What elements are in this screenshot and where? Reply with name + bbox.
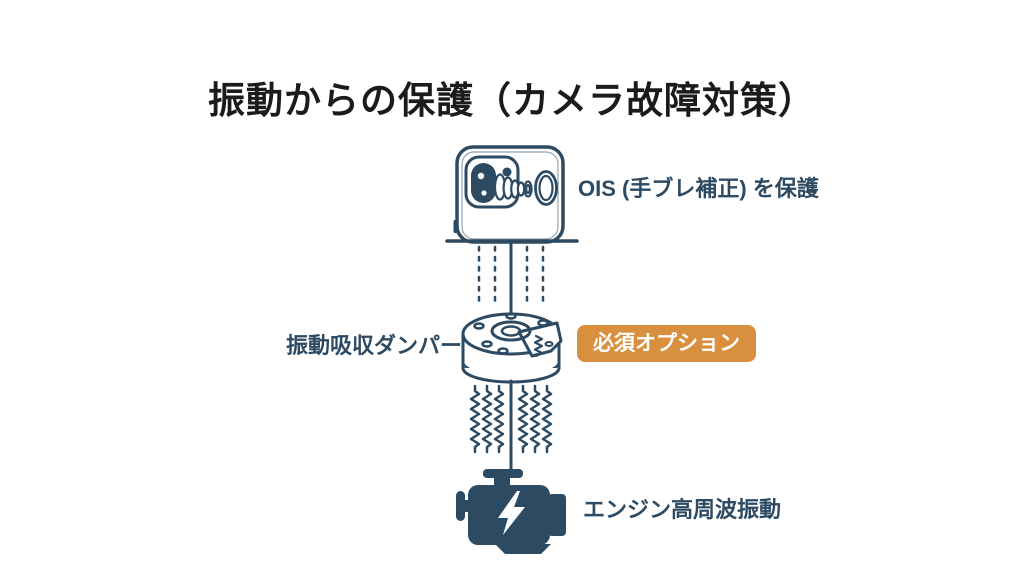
front-lens-ring	[534, 170, 558, 206]
lightning-bolt-icon	[498, 491, 525, 535]
exploded-lens-stack	[493, 173, 533, 201]
engine-vibration-label: エンジン高周波振動	[583, 497, 782, 522]
damper-label: 振動吸収ダンパー	[285, 333, 462, 358]
phone-side-button	[453, 220, 457, 233]
required-option-badge: 必須オプション	[577, 325, 756, 362]
inner-coil	[533, 334, 544, 358]
dashed-vibration-lines-icon	[477, 245, 545, 305]
bolt-holes	[473, 312, 549, 355]
flash-dot	[502, 167, 512, 177]
dual-lens-pill	[471, 163, 496, 203]
damper-icon	[461, 312, 563, 384]
smartphone-camera-icon	[453, 145, 565, 244]
engine-lightning-icon	[456, 469, 566, 554]
slide-title: 振動からの保護（カメラ故障対策）	[208, 80, 816, 121]
ois-protection-label: OIS (手ブレ補正) を保護	[578, 176, 819, 201]
